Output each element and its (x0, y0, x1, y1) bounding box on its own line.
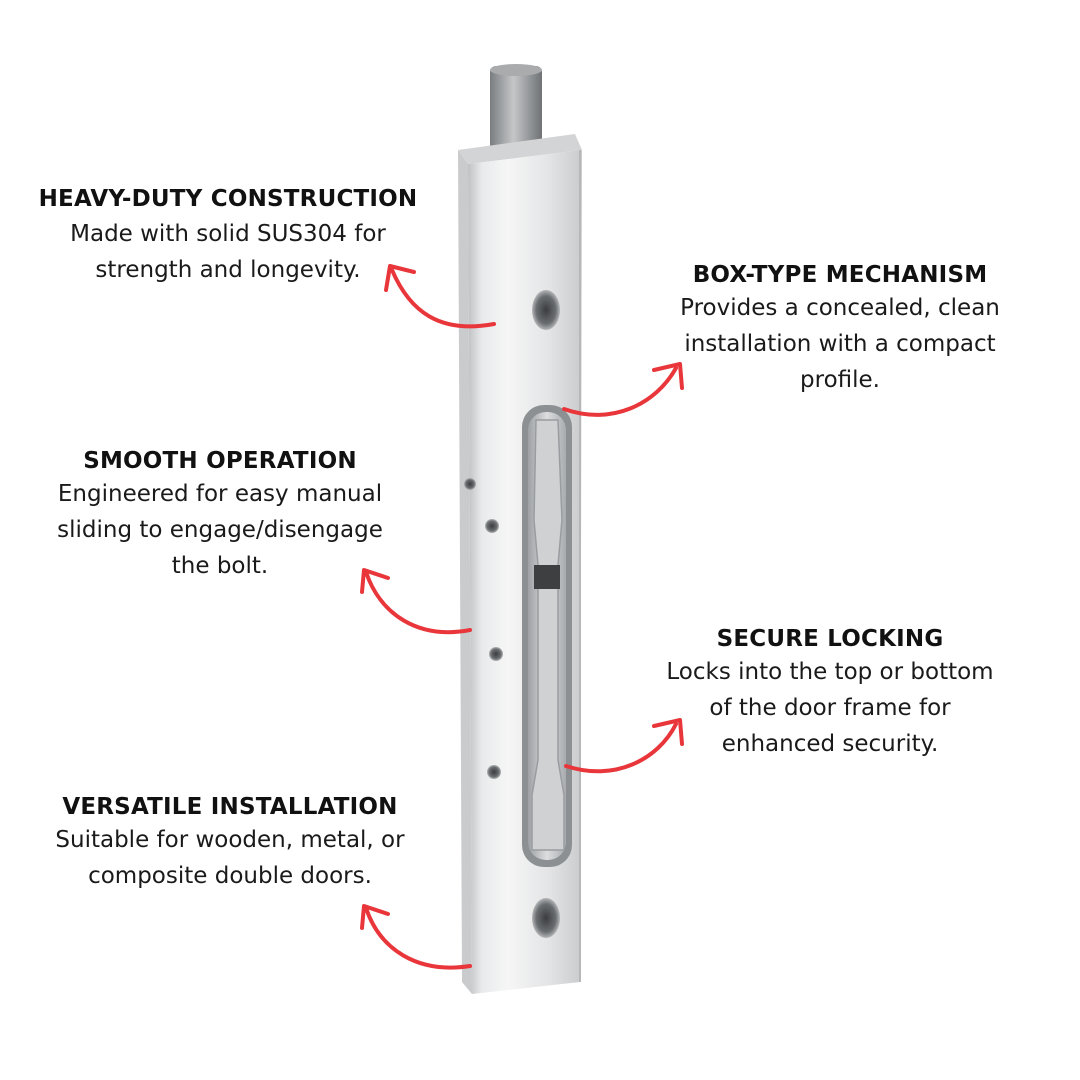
feature-description-line: Engineered for easy manual (57, 480, 383, 507)
feature-description-line: composite double doors. (88, 862, 372, 889)
feature-description-line: sliding to engage/disengage (57, 516, 383, 543)
feature-description-line: enhanced security. (721, 730, 939, 757)
feature-secure-locking: SECURE LOCKING Locks into the top or bot… (650, 626, 1010, 762)
feature-description-line: of the door frame for (709, 694, 951, 721)
feature-title: SMOOTH OPERATION (83, 448, 357, 474)
feature-title: BOX-TYPE MECHANISM (692, 262, 988, 288)
feature-description: Suitable for wooden, metal, or composite… (30, 822, 430, 894)
feature-description-line: installation with a compact (684, 330, 996, 357)
feature-description: Engineered for easy manual sliding to en… (40, 476, 400, 584)
feature-smooth-operation: SMOOTH OPERATION Engineered for easy man… (40, 448, 400, 584)
feature-description-line: strength and longevity. (95, 256, 361, 283)
feature-box-type-mechanism: BOX-TYPE MECHANISM Provides a concealed,… (660, 262, 1020, 398)
feature-title: VERSATILE INSTALLATION (62, 794, 398, 820)
feature-description-line: Provides a concealed, clean (680, 294, 1000, 321)
flush-bolt-product-image (458, 64, 582, 994)
feature-description: Made with solid SUS304 for strength and … (38, 216, 418, 288)
feature-description-line: profile. (800, 366, 880, 393)
feature-description-line: Locks into the top or bottom (666, 658, 994, 685)
feature-title: SECURE LOCKING (716, 626, 944, 652)
feature-versatile-installation: VERSATILE INSTALLATION Suitable for wood… (30, 794, 430, 894)
feature-heavy-duty-construction: HEAVY-DUTY CONSTRUCTION Made with solid … (38, 186, 418, 288)
feature-description-line: Made with solid SUS304 for (70, 220, 386, 247)
feature-description: Provides a concealed, clean installation… (660, 290, 1020, 398)
feature-description-line: the bolt. (171, 552, 269, 579)
feature-description: Locks into the top or bottom of the door… (650, 654, 1010, 762)
feature-title: HEAVY-DUTY CONSTRUCTION (38, 186, 418, 212)
feature-description-line: Suitable for wooden, metal, or (55, 826, 405, 853)
